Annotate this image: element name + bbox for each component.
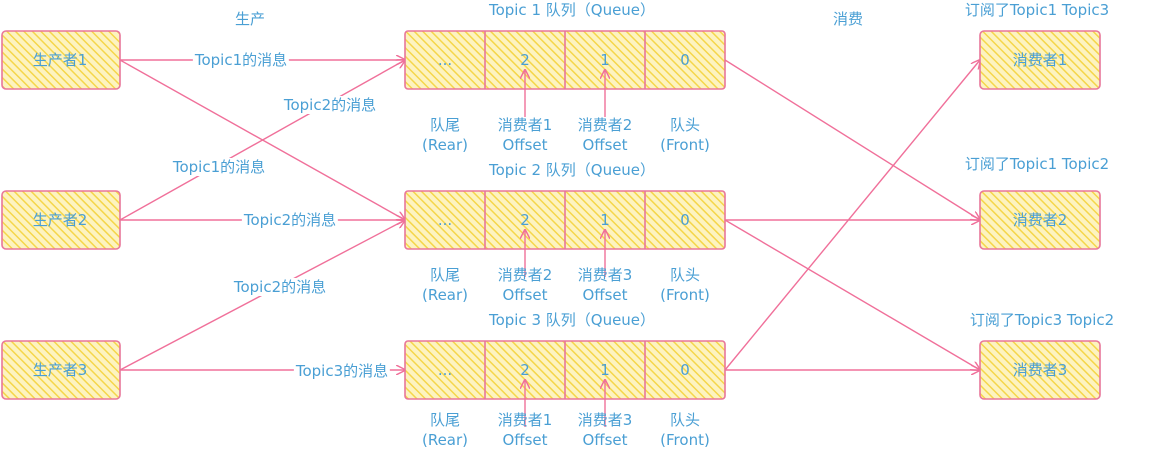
queue-2-offset-b-text: Offset: [582, 286, 628, 304]
queue-3-offset-b: 消费者3 Offset: [578, 410, 633, 450]
queue-3-rear-label: 队尾 (Rear): [422, 410, 468, 450]
queue-3-cell-1: 1: [600, 361, 610, 379]
producer-3-box: [1, 340, 121, 400]
subscription-label-3: 订阅了Topic3 Topic2: [969, 311, 1115, 329]
queue-3-offset-a-consumer: 消费者1: [497, 411, 553, 429]
consumer-1-label: 消费者1: [1012, 51, 1068, 69]
queue-1-cell-rear: ...: [437, 51, 453, 69]
queue-1-front-en: (Front): [660, 136, 710, 154]
edge-3: [119, 60, 405, 221]
nodes-layer: [1, 30, 1101, 400]
edge-10: [724, 60, 980, 371]
queue-3-offset-a-text: Offset: [502, 431, 548, 449]
queue-2-offset-a-text: Offset: [502, 286, 548, 304]
queue-3-cell-rear: ...: [437, 361, 453, 379]
queue-3-cell-2: 2: [520, 361, 530, 379]
edge-label-p1-q1: Topic1的消息: [192, 51, 290, 69]
queue-3-front-en: (Front): [660, 431, 710, 449]
queue-2-offset-a-consumer: 消费者2: [497, 266, 553, 284]
queue-1-cell-1: 1: [600, 51, 610, 69]
queue-1-title: Topic 1 队列（Queue）: [488, 1, 656, 19]
queue-2-front-en: (Front): [660, 286, 710, 304]
queue-1-offset-b: 消费者2 Offset: [578, 115, 633, 155]
consumer-3-box: [979, 340, 1101, 400]
queue-2-rear-label: 队尾 (Rear): [422, 265, 468, 305]
produce-header: 生产: [234, 10, 266, 28]
edge-7: [724, 59, 980, 220]
queue-2-front-cn: 队头: [669, 266, 700, 284]
consumer-2-label: 消费者2: [1012, 211, 1068, 229]
producer-3-label: 生产者3: [32, 361, 88, 379]
edge-label-p2-q1: Topic2的消息: [281, 96, 379, 114]
queue-2-cell-1: 1: [600, 211, 610, 229]
queue-2-cell-0: 0: [680, 211, 690, 229]
queue-1-rear-label: 队尾 (Rear): [422, 115, 468, 155]
queue-1-offset-b-consumer: 消费者2: [577, 116, 633, 134]
queue-3-cell-0: 0: [680, 361, 690, 379]
queue-2-rear-cn: 队尾: [429, 266, 461, 284]
queue-2-front-label: 队头 (Front): [660, 265, 710, 305]
offset-arrows-layer: [525, 70, 605, 427]
edge-label-p3-q3: Topic3的消息: [293, 362, 391, 380]
subscription-label-1: 订阅了Topic1 Topic3: [964, 1, 1110, 19]
queue-1-front-label: 队头 (Front): [660, 115, 710, 155]
edge-9: [724, 219, 980, 370]
edge-label-p1-q2: Topic1的消息: [170, 158, 268, 176]
queue-2-offset-a: 消费者2 Offset: [498, 265, 553, 305]
edge-label-p2-q2: Topic2的消息: [241, 211, 339, 229]
consumer-3-label: 消费者3: [1012, 361, 1068, 379]
producer-2-label: 生产者2: [32, 211, 88, 229]
queue-3-front-label: 队头 (Front): [660, 410, 710, 450]
queue-2-offset-b: 消费者3 Offset: [578, 265, 633, 305]
queue-1-cell-0: 0: [680, 51, 690, 69]
queue-3-rear-cn: 队尾: [429, 411, 461, 429]
queue-3-offset-b-text: Offset: [582, 431, 628, 449]
queue-2-offset-b-consumer: 消费者3: [577, 266, 633, 284]
queue-1-front-cn: 队头: [669, 116, 700, 134]
edge-label-p3-q2: Topic2的消息: [231, 278, 329, 296]
subscription-label-2: 订阅了Topic1 Topic2: [964, 155, 1110, 173]
queue-1-rear-cn: 队尾: [429, 116, 461, 134]
queue-3-rear-en: (Rear): [421, 431, 469, 449]
consumer-2-box: [979, 190, 1101, 250]
producer-1-label: 生产者1: [32, 51, 88, 69]
queue-1-offset-a-text: Offset: [502, 136, 548, 154]
consume-header: 消费: [832, 10, 864, 28]
queue-1-rear-en: (Rear): [421, 136, 469, 154]
queue-3-title: Topic 3 队列（Queue）: [488, 311, 656, 329]
queue-1-cell-2: 2: [520, 51, 530, 69]
queue-2-cell-rear: ...: [437, 211, 453, 229]
queue-2-cell-2: 2: [520, 211, 530, 229]
queue-1-offset-a: 消费者1 Offset: [498, 115, 553, 155]
queue-1-offset-b-text: Offset: [582, 136, 628, 154]
queue-2-rear-en: (Rear): [421, 286, 469, 304]
queue-3-offset-b-consumer: 消费者3: [577, 411, 633, 429]
consumer-1-box: [979, 30, 1101, 90]
queue-1-offset-a-consumer: 消费者1: [497, 116, 553, 134]
producer-2-box: [1, 190, 121, 250]
queue-2-title: Topic 2 队列（Queue）: [488, 161, 656, 179]
producer-1-box: [1, 30, 121, 90]
queue-3-offset-a: 消费者1 Offset: [498, 410, 553, 450]
queue-3-front-cn: 队头: [669, 411, 700, 429]
